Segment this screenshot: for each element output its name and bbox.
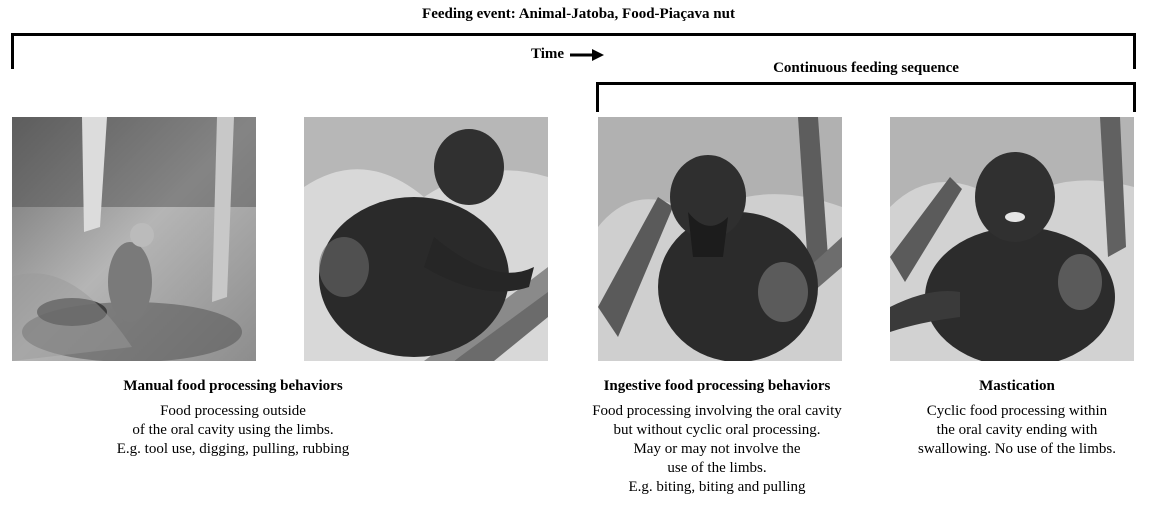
ingestive-processing-heading: Ingestive food processing behaviors [547,378,887,395]
description-line: E.g. biting, biting and pulling [547,478,887,497]
description-line: swallowing. No use of the limbs. [882,440,1152,459]
description-line: Food processing outside [73,402,393,421]
time-indicator: Time [531,46,604,63]
description-line: Cyclic food processing within [882,402,1152,421]
manual-processing-heading: Manual food processing behaviors [73,378,393,395]
photo-monkey-chewing [890,117,1134,361]
continuous-sequence-bracket [596,82,1136,112]
figure-title: Feeding event: Animal-Jatoba, Food-Piaça… [0,6,1157,23]
manual-processing-description: Food processing outside of the oral cavi… [73,402,393,459]
continuous-sequence-label: Continuous feeding sequence [598,60,1134,77]
description-line: E.g. tool use, digging, pulling, rubbing [73,440,393,459]
photo-monkey-biting [598,117,842,361]
photo-monkey-branch-hands [304,117,548,361]
description-line: but without cyclic oral processing. [547,421,887,440]
time-label: Time [531,46,564,63]
description-line: May or may not involve the [547,440,887,459]
photo-monkey-ground [12,117,256,361]
description-line: of the oral cavity using the limbs. [73,421,393,440]
mastication-heading: Mastication [882,378,1152,395]
description-line: the oral cavity ending with [882,421,1152,440]
description-line: Food processing involving the oral cavit… [547,402,887,421]
description-line: use of the limbs. [547,459,887,478]
ingestive-processing-description: Food processing involving the oral cavit… [547,402,887,497]
mastication-description: Cyclic food processing within the oral c… [882,402,1152,459]
